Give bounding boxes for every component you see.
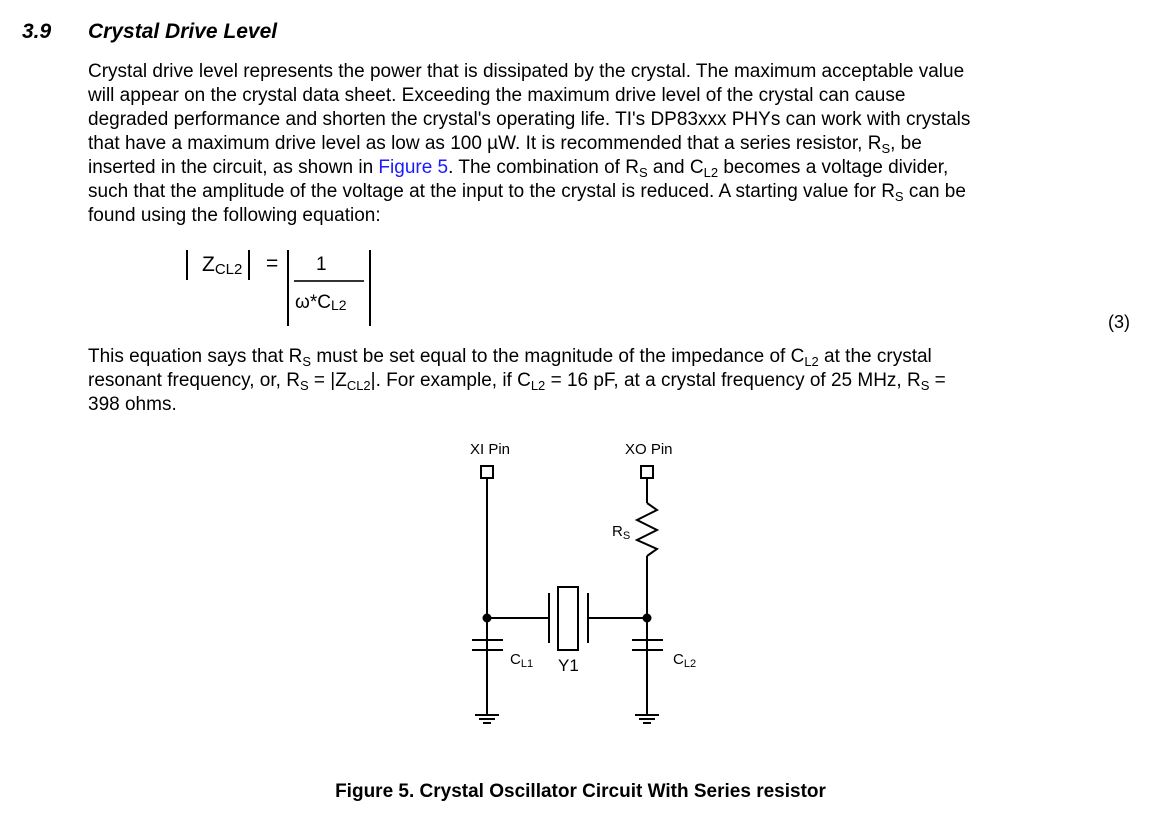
text-segment: = 16 pF, at a crystal frequency of 25 MH… xyxy=(545,370,921,391)
cl1-label: CL1 xyxy=(510,651,534,670)
text-segment: 398 ohms. xyxy=(88,394,177,415)
text-segment: , be xyxy=(890,133,922,154)
xo-pin-icon xyxy=(640,465,654,479)
junction-dot xyxy=(642,613,652,623)
text-segment: inserted in the circuit, as shown in xyxy=(88,157,379,178)
ground-icon xyxy=(635,714,659,724)
rs-label: RS xyxy=(612,523,631,542)
section-number: 3.9 xyxy=(22,20,52,43)
text-segment: |. For example, if C xyxy=(370,370,531,391)
figure-caption: Figure 5. Crystal Oscillator Circuit Wit… xyxy=(335,781,826,802)
text-segment: = xyxy=(929,370,946,391)
subscript: S xyxy=(638,165,648,180)
subscript: S xyxy=(894,189,904,204)
equation-lhs: ZCL2 xyxy=(202,253,243,278)
junction-dot xyxy=(482,613,492,623)
subscript: CL2 xyxy=(346,378,371,393)
text-segment: becomes a voltage divider, xyxy=(718,157,949,178)
cl2-label: CL2 xyxy=(673,651,697,670)
text-segment: will appear on the crystal data sheet. E… xyxy=(88,85,906,106)
paragraph-intro: Crystal drive level represents the power… xyxy=(88,60,970,228)
text-line: inserted in the circuit, as shown in Fig… xyxy=(88,156,970,180)
text-segment: Crystal drive level represents the power… xyxy=(88,61,965,82)
text-line: such that the amplitude of the voltage a… xyxy=(88,180,970,204)
xi-pin-label: XI Pin xyxy=(470,441,511,458)
subscript: L2 xyxy=(703,165,719,180)
subscript: S xyxy=(299,378,309,393)
text-segment: at the crystal xyxy=(818,346,932,367)
subscript: L2 xyxy=(804,354,819,369)
subscript: S xyxy=(920,378,930,393)
text-line: resonant frequency, or, RS = |ZCL2|. For… xyxy=(88,369,946,393)
text-line: found using the following equation: xyxy=(88,204,970,228)
text-segment: can be xyxy=(903,181,966,202)
text-segment: degraded performance and shorten the cry… xyxy=(88,109,971,130)
text-line: degraded performance and shorten the cry… xyxy=(88,108,970,132)
text-line: This equation says that RS must be set e… xyxy=(88,345,946,369)
y1-label: Y1 xyxy=(558,656,579,675)
crystal-icon xyxy=(557,586,579,651)
text-segment: . The combination of R xyxy=(448,157,639,178)
subscript: S xyxy=(302,354,312,369)
subscript: L2 xyxy=(530,378,546,393)
text-segment: and C xyxy=(647,157,704,178)
text-segment: resonant frequency, or, R xyxy=(88,370,300,391)
text-line: Crystal drive level represents the power… xyxy=(88,60,970,84)
equation-number: (3) xyxy=(1108,312,1130,332)
xi-pin-icon xyxy=(480,465,494,479)
text-line: 398 ohms. xyxy=(88,393,946,417)
text-segment: = |Z xyxy=(308,370,347,391)
text-segment: such that the amplitude of the voltage a… xyxy=(88,181,895,202)
text-segment: that have a maximum drive level as low a… xyxy=(88,133,882,154)
numerator: 1 xyxy=(316,254,327,275)
text-segment: must be set equal to the magnitude of th… xyxy=(311,346,805,367)
section-title: Crystal Drive Level xyxy=(88,20,278,43)
text-segment: found using the following equation: xyxy=(88,205,381,226)
denominator: ω*CL2 xyxy=(295,292,347,313)
ground-icon xyxy=(475,714,499,724)
subscript: S xyxy=(881,141,891,156)
figure-link[interactable]: Figure 5 xyxy=(378,157,449,178)
equals-sign: = xyxy=(266,252,279,275)
text-segment: This equation says that R xyxy=(88,346,303,367)
text-line: will appear on the crystal data sheet. E… xyxy=(88,84,970,108)
xo-pin-label: XO Pin xyxy=(625,441,673,458)
text-line: that have a maximum drive level as low a… xyxy=(88,132,970,156)
resistor-icon xyxy=(634,502,660,557)
paragraph-explanation: This equation says that RS must be set e… xyxy=(88,345,946,417)
